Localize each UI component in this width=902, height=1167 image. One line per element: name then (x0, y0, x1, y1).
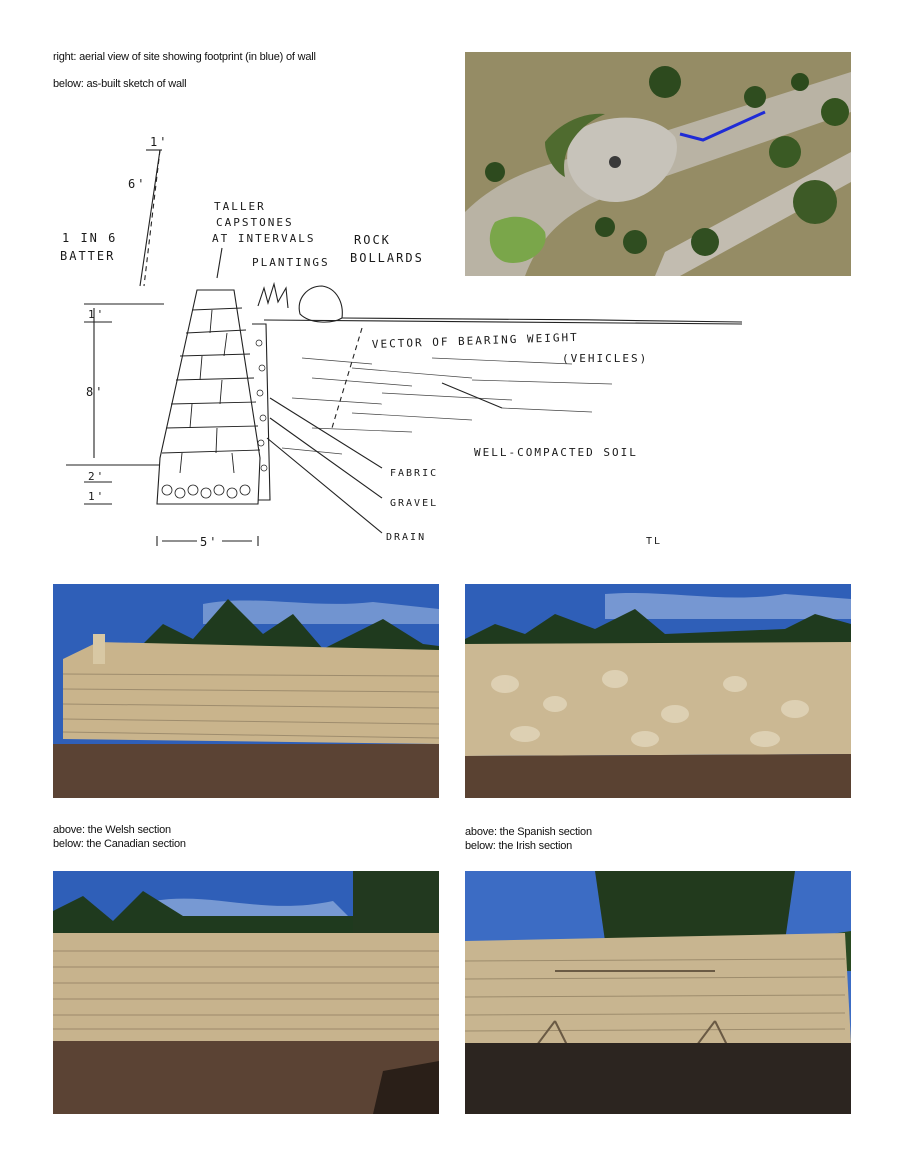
irish-section-photo (465, 871, 851, 1114)
dim-1ft-top: 1' (150, 135, 168, 149)
batter-line1: 1 IN 6 (62, 231, 117, 245)
fabric-label: FABRIC (390, 468, 438, 479)
caption-irish: below: the Irish section (465, 840, 573, 852)
dim-1ft: 1' (88, 308, 105, 321)
capstones-line1: TALLER (214, 200, 266, 213)
vector-line2: (VEHICLES) (562, 352, 648, 365)
bollards-line1: ROCK (354, 233, 391, 247)
capstones-line2: CAPSTONES (216, 216, 294, 229)
dim-6ft: 6' (128, 177, 146, 191)
vector-line1: VECTOR OF BEARING WEIGHT (372, 331, 579, 351)
batter-line2: BATTER (60, 249, 115, 263)
welsh-section-photo (53, 584, 439, 798)
caption-canadian: below: the Canadian section (53, 838, 186, 850)
capstones-line3: AT INTERVALS (212, 232, 315, 245)
as-built-wall-sketch: 1' 6' 1 IN 6 BATTER TALLER CAPSTONES AT … (52, 128, 762, 558)
canadian-section-photo (53, 871, 439, 1114)
caption-welsh: above: the Welsh section (53, 824, 171, 836)
soil-label: WELL-COMPACTED SOIL (474, 446, 638, 459)
sketch-initials: TL (646, 536, 662, 547)
dim-2ft: 2' (88, 470, 105, 483)
gravel-label: GRAVEL (390, 498, 438, 509)
dim-8ft: 8' (86, 385, 104, 399)
bollards-line2: BOLLARDS (350, 251, 424, 265)
aerial-site-photo (465, 52, 851, 276)
caption-spanish: above: the Spanish section (465, 826, 592, 838)
plantings-label: PLANTINGS (252, 256, 330, 269)
spanish-section-photo (465, 584, 851, 798)
dim-1ft-b: 1' (88, 490, 105, 503)
caption-sketch: below: as-built sketch of wall (53, 78, 187, 90)
drain-label: DRAIN (386, 532, 426, 543)
dim-5ft: 5' (200, 535, 218, 549)
caption-aerial: right: aerial view of site showing footp… (53, 51, 316, 63)
